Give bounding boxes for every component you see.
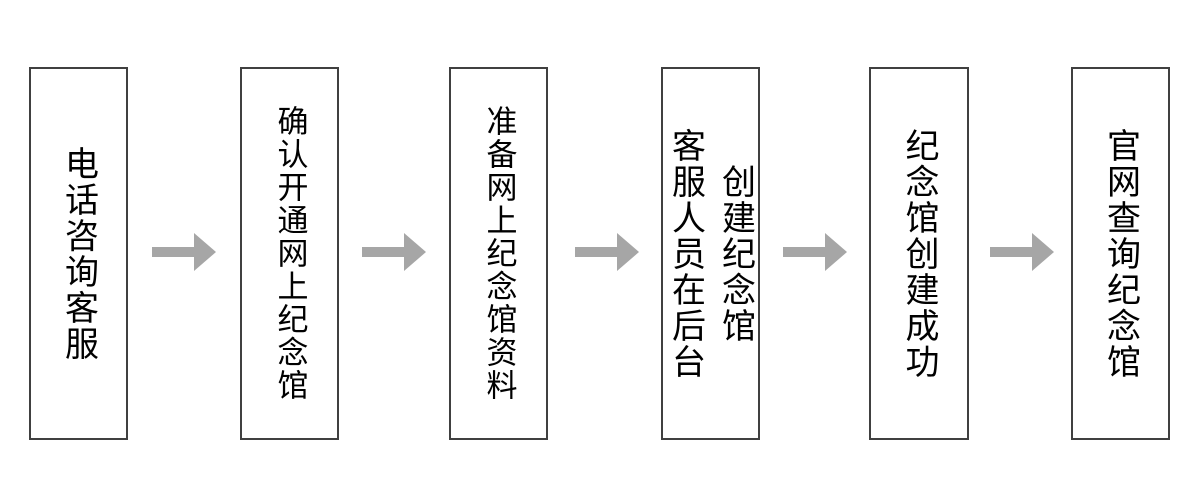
- flow-step-label: 确认开通网上纪念馆: [272, 105, 308, 402]
- arrow-right-icon: [783, 233, 847, 271]
- flow-step-create-success: 纪念馆创建成功: [869, 67, 969, 440]
- flow-step-confirm-open: 确认开通网上纪念馆: [240, 67, 339, 440]
- flow-arrow-4: [783, 233, 847, 271]
- flow-step-call-service: 电话咨询客服: [29, 67, 128, 440]
- flow-step-label: 电话咨询客服: [59, 145, 98, 362]
- flow-step-label: 官网查询纪念馆: [1101, 127, 1140, 380]
- flow-step-backend-create: 客服人员在后台 创建纪念馆: [661, 67, 760, 440]
- arrow-right-icon: [575, 233, 639, 271]
- flow-step-label: 纪念馆创建成功: [900, 127, 938, 380]
- flow-arrow-3: [575, 233, 639, 271]
- flow-step-query-official-site: 官网查询纪念馆: [1071, 67, 1170, 440]
- arrow-right-icon: [152, 233, 216, 271]
- flow-arrow-5: [990, 233, 1054, 271]
- flow-arrow-2: [362, 233, 426, 271]
- flow-arrow-1: [152, 233, 216, 271]
- flow-step-prepare-materials: 准备网上纪念馆资料: [449, 67, 548, 440]
- arrow-right-icon: [990, 233, 1054, 271]
- arrow-right-icon: [362, 233, 426, 271]
- flow-step-label: 准备网上纪念馆资料: [481, 105, 517, 402]
- flow-step-label: 客服人员在后台 创建纪念馆: [666, 127, 755, 380]
